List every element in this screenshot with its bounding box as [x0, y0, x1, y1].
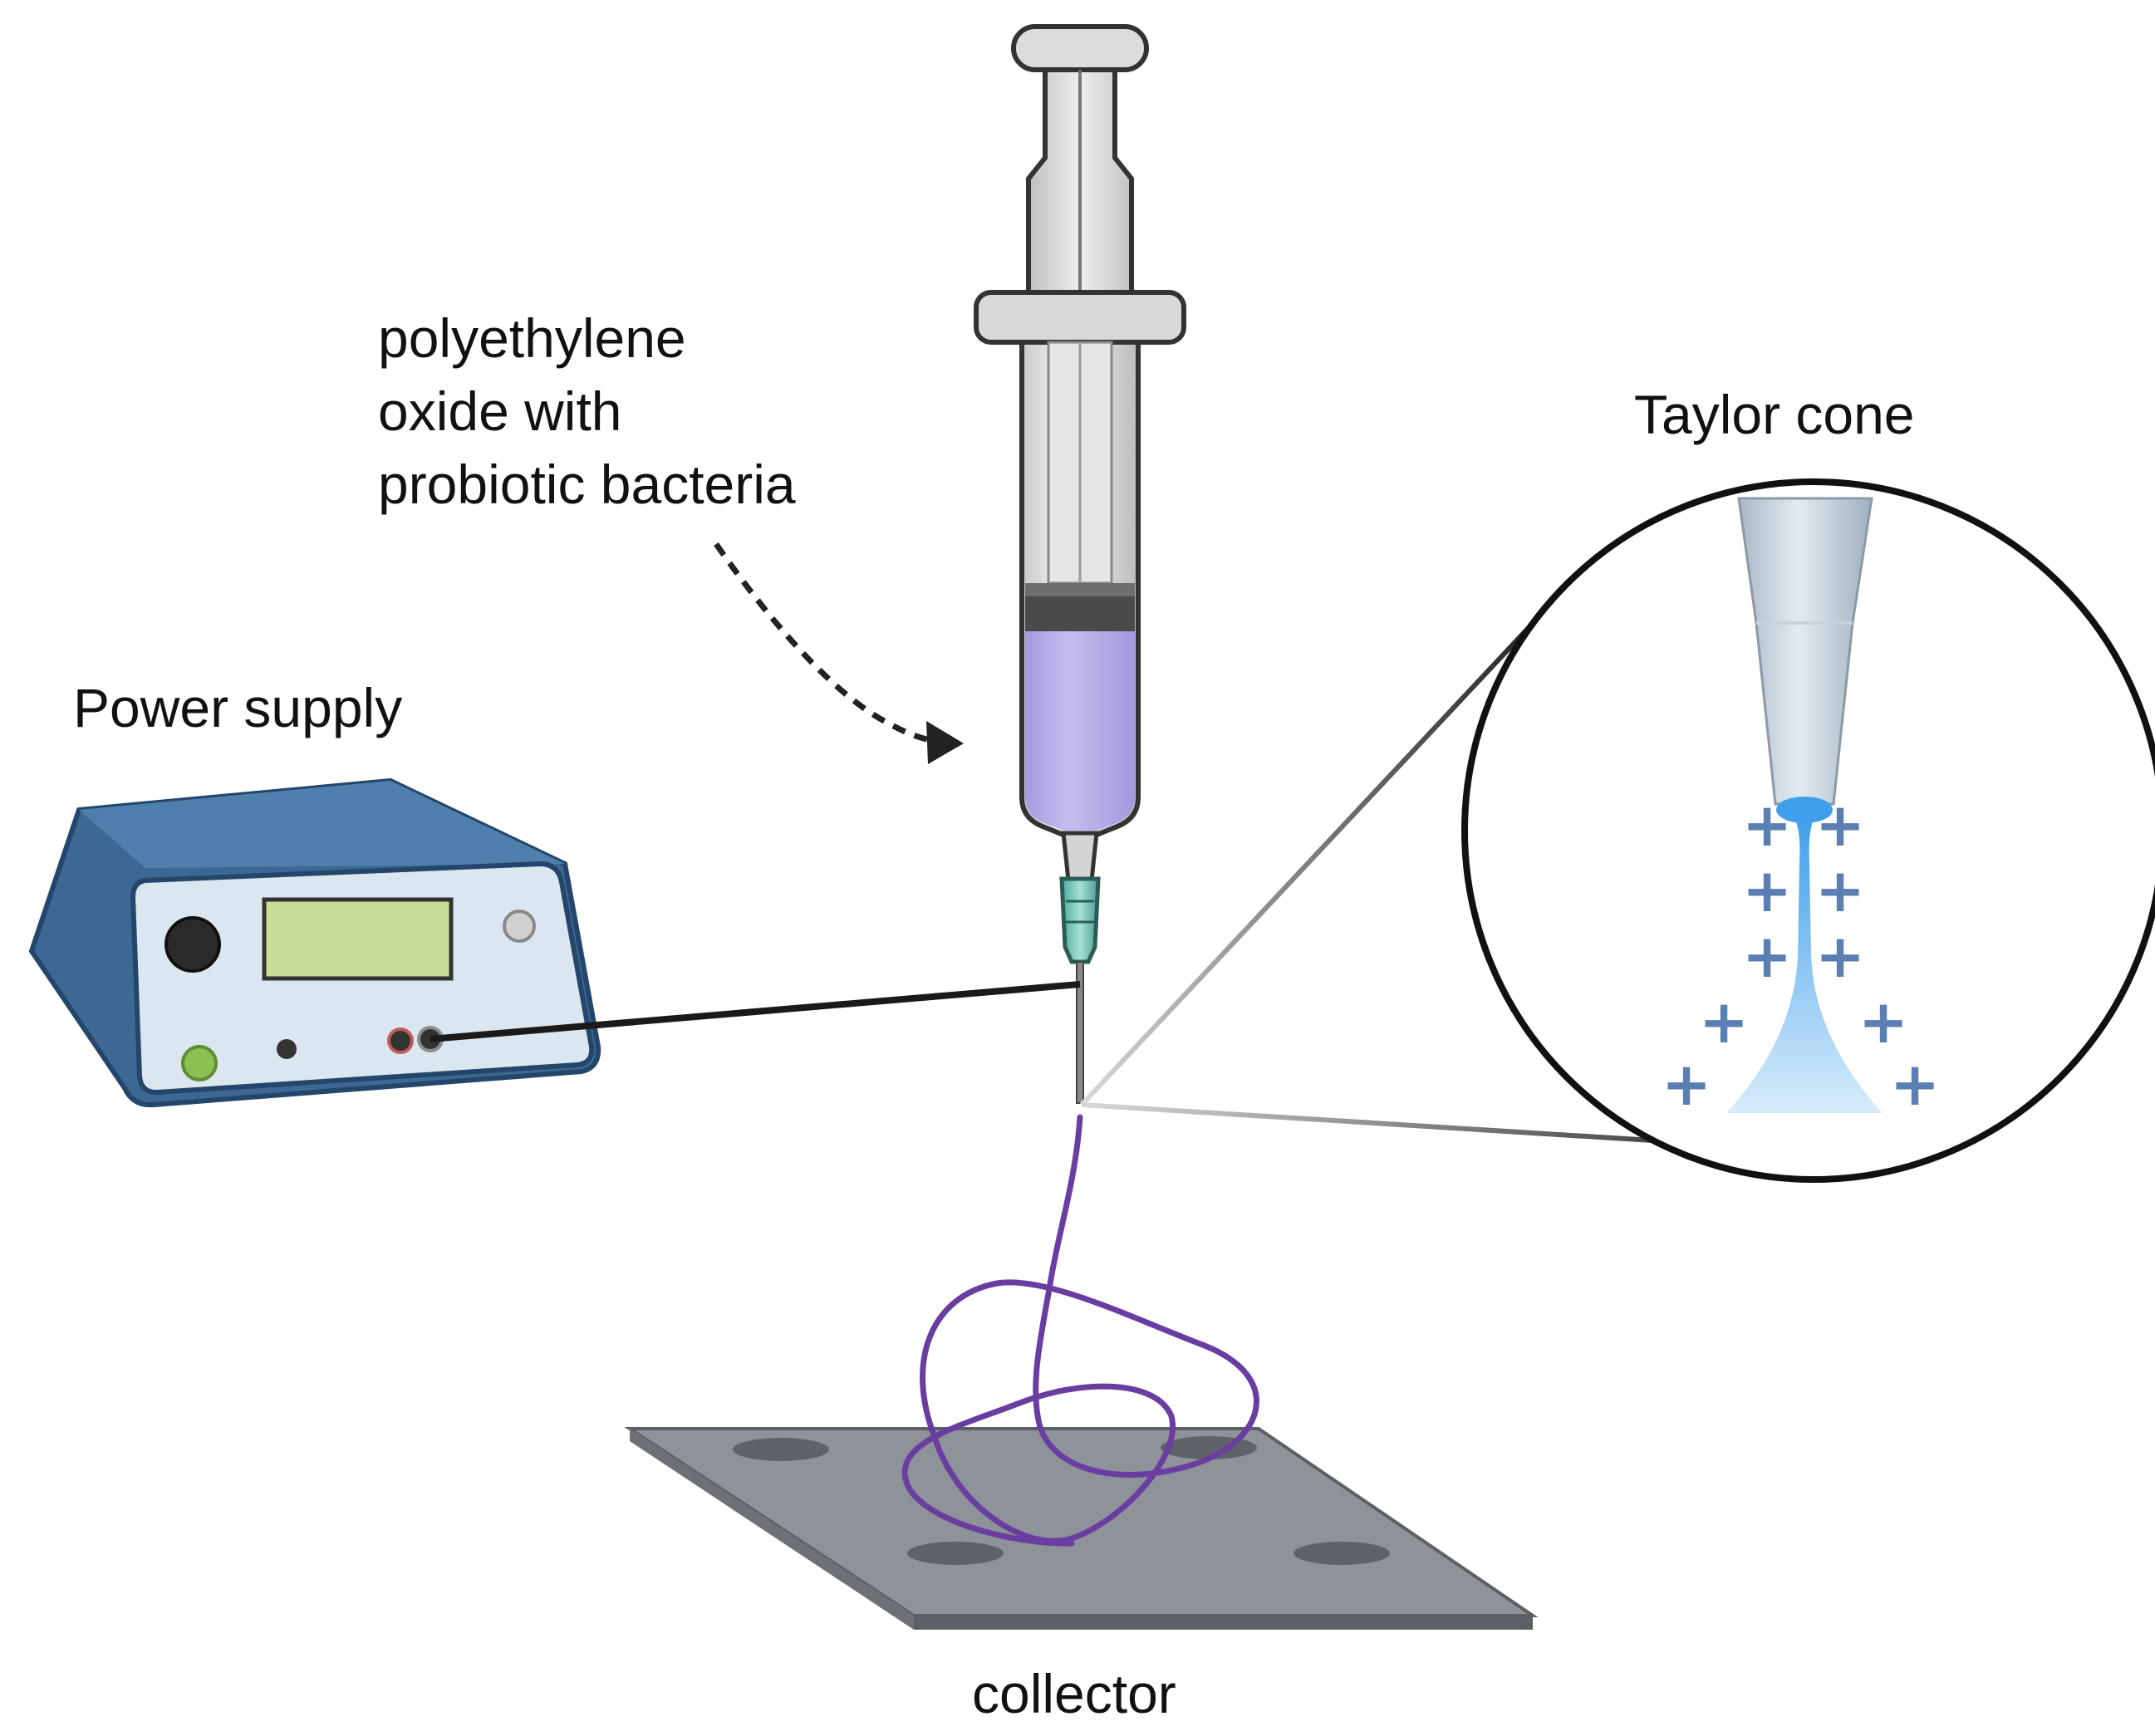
syringe: [974, 24, 1186, 1104]
taylor-cone-label: Taylor cone: [1634, 384, 1915, 445]
charge-plus-icon: +: [1699, 987, 1749, 1057]
power-button: [181, 1045, 218, 1081]
charge-plus-icon: +: [1742, 921, 1792, 991]
charge-plus-icon: +: [1742, 856, 1792, 925]
liquid-label-line-1: polyethylene: [378, 307, 686, 369]
polymer-fiber: [901, 1114, 1259, 1547]
high-voltage-cable: [430, 981, 1081, 1042]
arrow-head-icon: [926, 721, 964, 764]
liquid-label-line-2: oxide with: [378, 380, 622, 442]
power-supply-label: Power supply: [73, 677, 402, 738]
power-display: [262, 897, 454, 981]
charge-plus-icon: +: [1815, 921, 1865, 991]
charged-jet: [1726, 818, 1883, 1113]
power-supply: [28, 777, 601, 1108]
polymer-solution: [1025, 631, 1135, 831]
collector: [624, 1427, 1539, 1630]
collector-hole: [1293, 1542, 1390, 1565]
jack: [387, 1027, 414, 1054]
power-knob: [164, 916, 221, 973]
dashed-arrow: [714, 542, 935, 744]
charge-plus-icon: +: [1858, 987, 1908, 1057]
charge-plus-icon: +: [1815, 790, 1865, 860]
zoom-line-upper: [1079, 616, 1539, 1107]
charge-plus-icon: +: [1815, 856, 1865, 925]
charge-symbols: ++++++++++: [1662, 790, 1940, 1119]
taylor-cone-callout: ++++++++++: [1079, 478, 2155, 1183]
jack: [277, 1039, 297, 1059]
charge-plus-icon: +: [1890, 1049, 1940, 1119]
indicator-light: [503, 910, 536, 943]
charge-plus-icon: +: [1742, 790, 1792, 860]
liquid-label-line-3: probiotic bacteria: [378, 454, 796, 515]
syringe-nozzle: [1061, 831, 1099, 883]
plunger-head: [1011, 24, 1149, 72]
collector-label: collector: [972, 1663, 1176, 1724]
collector-hole: [733, 1438, 829, 1461]
charge-plus-icon: +: [1662, 1049, 1711, 1119]
needle-hub: [1059, 876, 1101, 964]
collector-hole: [907, 1542, 1004, 1565]
taylor-cone-droplet: [1776, 797, 1833, 823]
syringe-flange: [974, 290, 1186, 345]
